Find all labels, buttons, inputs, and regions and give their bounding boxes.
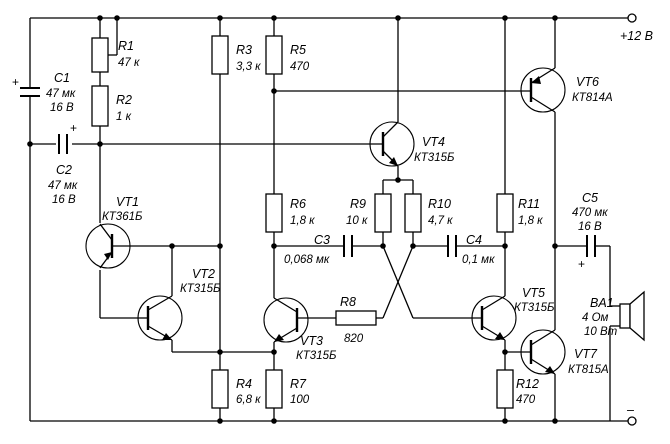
svg-text:47 мк: 47 мк xyxy=(46,88,76,100)
plus-supply-label: +12 В xyxy=(620,29,653,43)
transistor-vt1: VT1 КТ361Б xyxy=(85,195,143,269)
svg-text:10 Вт: 10 Вт xyxy=(584,326,618,338)
svg-text:4 Ом: 4 Ом xyxy=(582,312,609,324)
transistor-vt6: VT6 КТ814А xyxy=(520,67,613,113)
svg-text:820: 820 xyxy=(344,333,364,345)
capacitor-c3: C3 0,068 мк xyxy=(284,233,353,266)
resistor-r6: R6 1,8 к xyxy=(265,193,315,233)
svg-text:R9: R9 xyxy=(350,197,366,211)
svg-text:КТ815А: КТ815А xyxy=(568,364,609,376)
svg-text:3,3 к: 3,3 к xyxy=(236,61,261,73)
svg-text:R5: R5 xyxy=(290,43,306,57)
svg-text:1,8 к: 1,8 к xyxy=(518,215,543,227)
junction-dots xyxy=(27,15,558,424)
resistor-r9: R9 10 к xyxy=(346,193,392,233)
svg-text:0,1 мк: 0,1 мк xyxy=(462,254,495,266)
svg-text:R11: R11 xyxy=(518,197,540,211)
svg-text:R4: R4 xyxy=(236,377,252,391)
svg-text:КТ315Б: КТ315Б xyxy=(296,350,337,362)
svg-text:1 к: 1 к xyxy=(116,111,132,123)
svg-text:R1: R1 xyxy=(118,39,134,53)
capacitor-c2: + C2 47 мк 16 В xyxy=(48,121,78,206)
plus-terminal xyxy=(627,13,637,23)
svg-text:16 В: 16 В xyxy=(578,221,602,233)
svg-text:470 мк: 470 мк xyxy=(572,207,608,219)
svg-text:R8: R8 xyxy=(340,295,356,309)
minus-supply-label: – xyxy=(626,403,635,417)
supply-terminals: +12 В – xyxy=(620,13,653,426)
svg-text:КТ315Б: КТ315Б xyxy=(514,302,555,314)
resistor-r3: R3 3,3 к xyxy=(211,35,261,75)
resistor-r10: R10 4,7 к xyxy=(404,193,453,233)
svg-text:R6: R6 xyxy=(290,197,306,211)
svg-text:VT5: VT5 xyxy=(522,286,545,300)
svg-text:КТ814А: КТ814А xyxy=(572,92,613,104)
transistor-vt4: VT4 КТ315Б xyxy=(369,121,455,167)
svg-text:16 В: 16 В xyxy=(50,102,74,114)
svg-text:47 мк: 47 мк xyxy=(48,180,78,192)
capacitor-c1: + C1 47 мк 16 В xyxy=(12,71,76,114)
svg-text:47 к: 47 к xyxy=(118,57,140,69)
svg-text:R3: R3 xyxy=(236,43,252,57)
svg-text:470: 470 xyxy=(290,61,310,73)
transistor-vt2: VT2 КТ315Б xyxy=(137,267,221,341)
svg-text:16 В: 16 В xyxy=(52,194,76,206)
svg-text:100: 100 xyxy=(290,394,310,406)
svg-text:R10: R10 xyxy=(428,197,451,211)
wires xyxy=(29,17,632,422)
svg-text:+: + xyxy=(12,75,19,89)
svg-text:0,068 мк: 0,068 мк xyxy=(284,254,330,266)
svg-text:КТ315Б: КТ315Б xyxy=(180,283,221,295)
transistor-vt5: VT5 КТ315Б xyxy=(471,286,555,341)
svg-text:470: 470 xyxy=(516,394,536,406)
svg-text:C4: C4 xyxy=(466,233,482,247)
svg-text:R7: R7 xyxy=(290,377,307,391)
svg-text:6,8 к: 6,8 к xyxy=(236,394,261,406)
transistor-vt3: VT3 КТ315Б xyxy=(263,297,337,362)
svg-text:+: + xyxy=(578,257,585,271)
svg-text:VT2: VT2 xyxy=(192,267,215,281)
svg-text:VT4: VT4 xyxy=(422,135,445,149)
svg-text:VT7: VT7 xyxy=(574,347,598,361)
resistor-r2: R2 1 к xyxy=(91,85,132,127)
svg-text:VT6: VT6 xyxy=(576,75,599,89)
resistor-r1: R1 47 к xyxy=(91,37,140,73)
svg-text:VT1: VT1 xyxy=(116,195,139,209)
svg-text:+: + xyxy=(70,121,77,135)
transistor-vt7: VT7 КТ815А xyxy=(520,329,609,376)
svg-text:C1: C1 xyxy=(54,71,70,85)
resistor-r4: R4 6,8 к xyxy=(211,369,261,409)
resistor-r7: R7 100 xyxy=(265,369,310,409)
resistor-r8: R8 820 xyxy=(335,295,377,345)
svg-text:BA1: BA1 xyxy=(590,296,614,310)
speaker-ba1: BA1 4 Ом 10 Вт xyxy=(582,290,645,342)
svg-text:4,7 к: 4,7 к xyxy=(428,215,453,227)
svg-text:10 к: 10 к xyxy=(346,215,368,227)
svg-text:R2: R2 xyxy=(116,93,132,107)
svg-text:C5: C5 xyxy=(582,191,598,205)
resistor-r12: R12 470 xyxy=(496,369,539,409)
svg-text:КТ361Б: КТ361Б xyxy=(102,211,143,223)
svg-text:R12: R12 xyxy=(516,377,539,391)
resistor-r11: R11 1,8 к xyxy=(496,193,543,233)
minus-terminal xyxy=(627,416,637,426)
svg-text:1,8 к: 1,8 к xyxy=(290,215,315,227)
svg-text:C3: C3 xyxy=(314,233,330,247)
svg-text:VT3: VT3 xyxy=(300,334,323,348)
capacitor-c4: C4 0,1 мк xyxy=(447,233,495,266)
svg-text:C2: C2 xyxy=(56,163,72,177)
capacitor-c5: + C5 470 мк 16 В xyxy=(572,191,608,271)
resistor-r5: R5 470 xyxy=(265,35,310,75)
svg-text:КТ315Б: КТ315Б xyxy=(414,152,455,164)
